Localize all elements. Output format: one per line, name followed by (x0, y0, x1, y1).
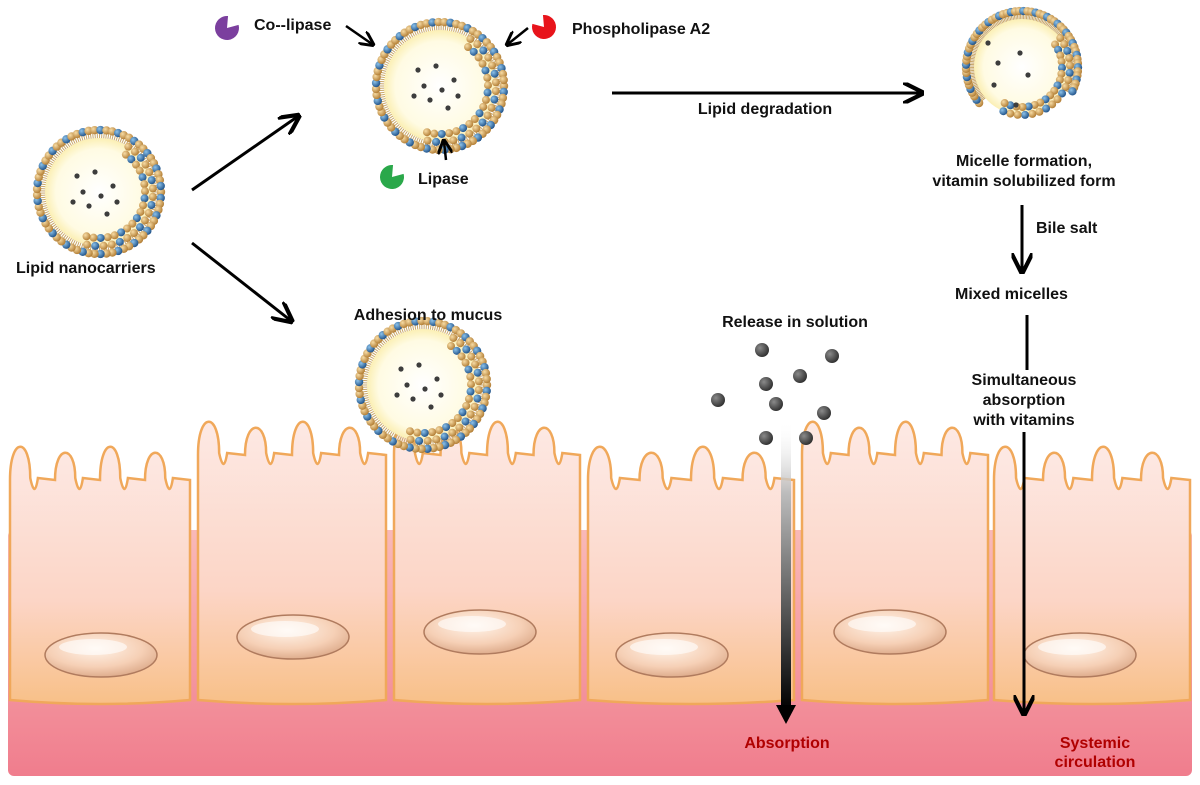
released-drug-dot (711, 393, 725, 407)
label-mixed-micelles: Mixed micelles (955, 285, 1068, 304)
label-simultaneous-line2: absorption (940, 391, 1108, 410)
absorption-gradient-arrow (781, 420, 791, 710)
label-lipase: Lipase (418, 170, 469, 189)
arrow-phospholipase (508, 28, 528, 44)
label-simultaneous-line1: Simultaneous (940, 371, 1108, 390)
degraded-micelle (962, 7, 1082, 119)
label-phospholipase: Phospholipase A2 (572, 20, 710, 39)
lipid-nanocarrier-enzymes (372, 18, 508, 154)
lipid-nanocarrier-left (33, 126, 165, 258)
label-micelle-line1: Micelle formation, (906, 152, 1142, 171)
released-drug-dot (769, 397, 783, 411)
released-drug-dot (799, 431, 813, 445)
released-drug-dot (759, 377, 773, 391)
label-adhesion: Adhesion to mucus (318, 306, 538, 325)
label-lipid-degradation: Lipid degradation (640, 100, 890, 119)
epithelial-cell (198, 422, 386, 704)
nanocarriers-layer (33, 7, 1082, 453)
released-drug-dot (825, 349, 839, 363)
arrow-colipase (346, 26, 372, 44)
released-drug-dot (793, 369, 807, 383)
label-bile-salt: Bile salt (1036, 219, 1097, 238)
label-micelle-line2: vitamin solubilized form (906, 172, 1142, 191)
released-drug-dot (817, 406, 831, 420)
epithelium (10, 422, 1190, 704)
arrow-to-adhesion (192, 243, 290, 320)
epithelial-cell (802, 422, 988, 704)
label-systemic-line1: Systemic (1030, 734, 1160, 753)
colipase-pac-icon (215, 16, 239, 40)
label-colipase: Co--lipase (254, 16, 331, 35)
label-lipid-nanocarriers: Lipid nanocarriers (16, 259, 156, 278)
label-release: Release in solution (690, 313, 900, 332)
label-systemic-line2: circulation (1030, 753, 1160, 772)
label-absorption: Absorption (712, 734, 862, 753)
label-simultaneous-line3: with vitamins (940, 411, 1108, 430)
phospholipase-pac-icon (532, 15, 556, 39)
lipase-pac-icon (380, 165, 404, 189)
epithelial-cell (394, 422, 580, 704)
lipid-nanocarrier-adhesion (355, 317, 491, 453)
arrow-to-degradation (192, 117, 297, 190)
released-drug-dot (759, 431, 773, 445)
released-drug-dot (755, 343, 769, 357)
